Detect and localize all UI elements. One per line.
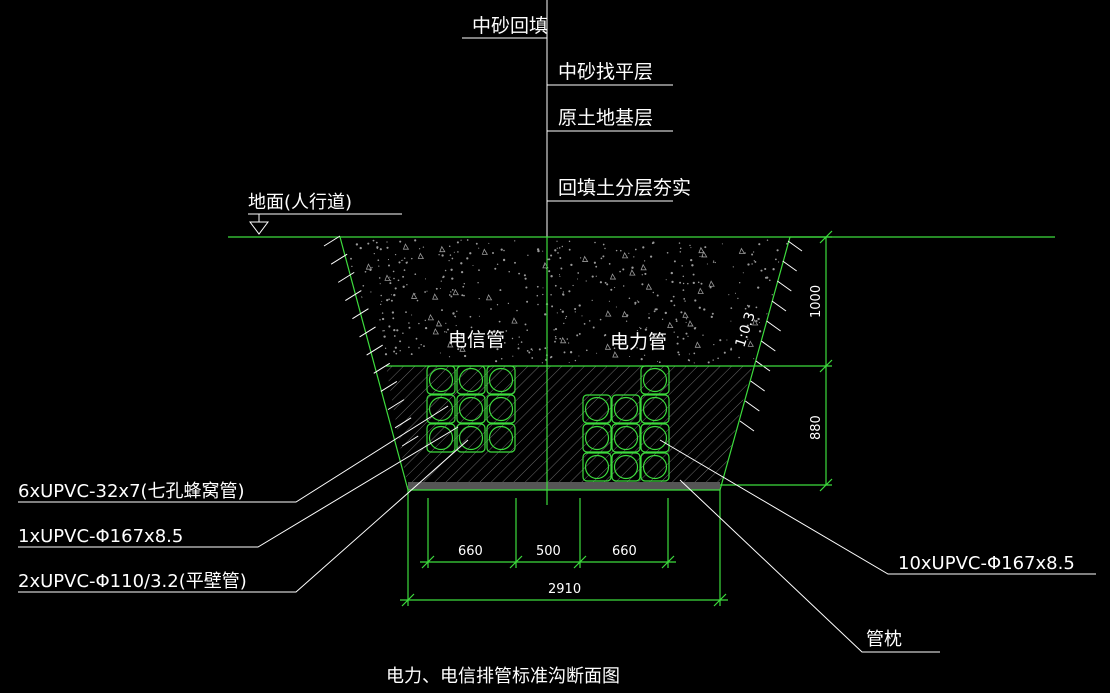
drawing-title: 电力、电信排管标准沟断面图	[386, 666, 620, 687]
dim-left-width: 660	[458, 544, 483, 559]
label-power-pipe: 电力管	[610, 331, 667, 353]
callout-big-pipe: 1xUPVC-Φ167x8.5	[18, 526, 183, 547]
base-layer	[408, 482, 720, 490]
label-telecom-pipe: 电信管	[448, 329, 505, 351]
leader-honeycomb	[18, 405, 449, 503]
callout-power-pipes: 10xUPVC-Φ167x8.5	[898, 553, 1075, 574]
dim-right-width: 660	[612, 544, 637, 559]
leader-power	[659, 439, 1096, 575]
label-ground: 地面(人行道)	[248, 192, 352, 213]
label-levelling-sand: 中砂找平层	[558, 61, 653, 83]
ground-mark-icon	[249, 221, 269, 235]
telecom-pipe-group	[426, 365, 516, 453]
dim-lower-depth: 880	[809, 415, 824, 440]
dim-middle-width: 500	[536, 544, 561, 559]
trench-outline	[339, 236, 791, 491]
backfill-texture	[340, 239, 790, 364]
power-pipe-group	[582, 365, 670, 482]
callout-honeycomb: 6xUPVC-32x7(七孔蜂窝管)	[18, 481, 245, 502]
callout-flat-wall: 2xUPVC-Φ110/3.2(平壁管)	[18, 571, 247, 592]
slope-ticks-right	[739, 240, 803, 432]
label-original-soil: 原土地基层	[558, 107, 653, 129]
dim-total-width: 2910	[548, 582, 581, 597]
sand-bed-hatch	[386, 366, 752, 490]
leader-bigpipe	[18, 426, 459, 548]
label-backfill-sand: 中砂回填	[472, 15, 548, 37]
leader-flatwall	[18, 439, 469, 593]
leader-pillow	[679, 479, 940, 653]
label-compacted-soil: 回填土分层夯实	[558, 177, 691, 199]
dim-upper-depth: 1000	[809, 285, 824, 318]
callout-pipe-pillow: 管枕	[866, 629, 902, 650]
label-slope: 1:0.3	[733, 310, 759, 349]
slope-ticks-left	[323, 235, 419, 447]
